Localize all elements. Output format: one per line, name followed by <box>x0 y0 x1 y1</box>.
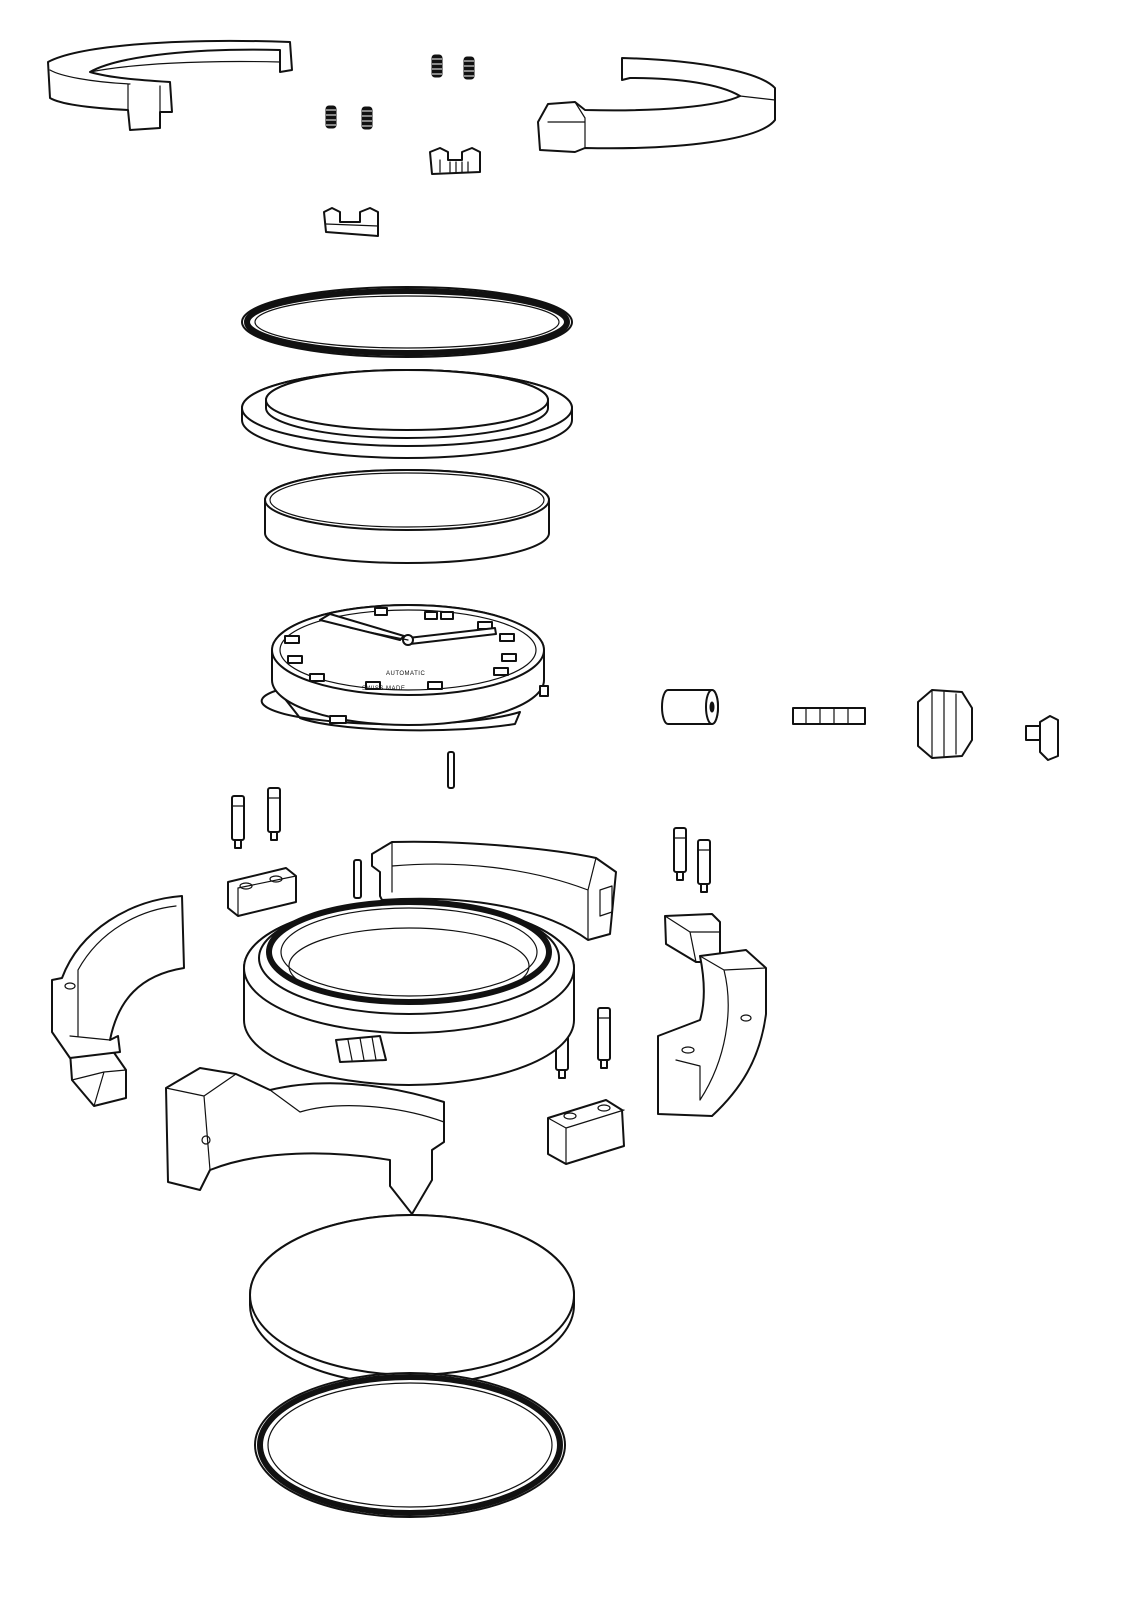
dial-text-swiss-made: SWISS MADE <box>362 686 405 692</box>
upper-case-guard <box>371 840 617 941</box>
case-middle <box>243 899 575 1086</box>
spring-set <box>325 54 475 130</box>
crown-tube <box>661 689 719 725</box>
left-case-guard <box>51 895 185 1059</box>
bezel-gasket-top <box>241 286 573 358</box>
caseback-gasket <box>254 1372 566 1518</box>
left-bezel-segment <box>47 39 293 131</box>
right-bezel-segment <box>537 57 776 153</box>
clasp-part-lower <box>323 207 379 237</box>
caseback <box>249 1214 575 1386</box>
dial-text-automatic: AUTOMATIC <box>386 671 425 677</box>
crown-stem <box>792 707 866 725</box>
crown-screw <box>1025 715 1059 761</box>
clasp-part-upper <box>429 147 481 175</box>
crown-icon <box>917 689 973 759</box>
inner-dial-ring <box>264 469 550 564</box>
center-pin <box>447 751 455 789</box>
watch-hands <box>319 613 497 646</box>
hour-markers <box>284 607 517 690</box>
movement-with-dial: AUTOMATIC SWISS MADE <box>260 604 549 732</box>
lower-case-guard <box>165 1067 445 1215</box>
right-case-guard <box>657 949 767 1117</box>
lug-block-set <box>69 867 721 1165</box>
dial-face <box>271 604 545 696</box>
sapphire-crystal <box>241 369 573 459</box>
